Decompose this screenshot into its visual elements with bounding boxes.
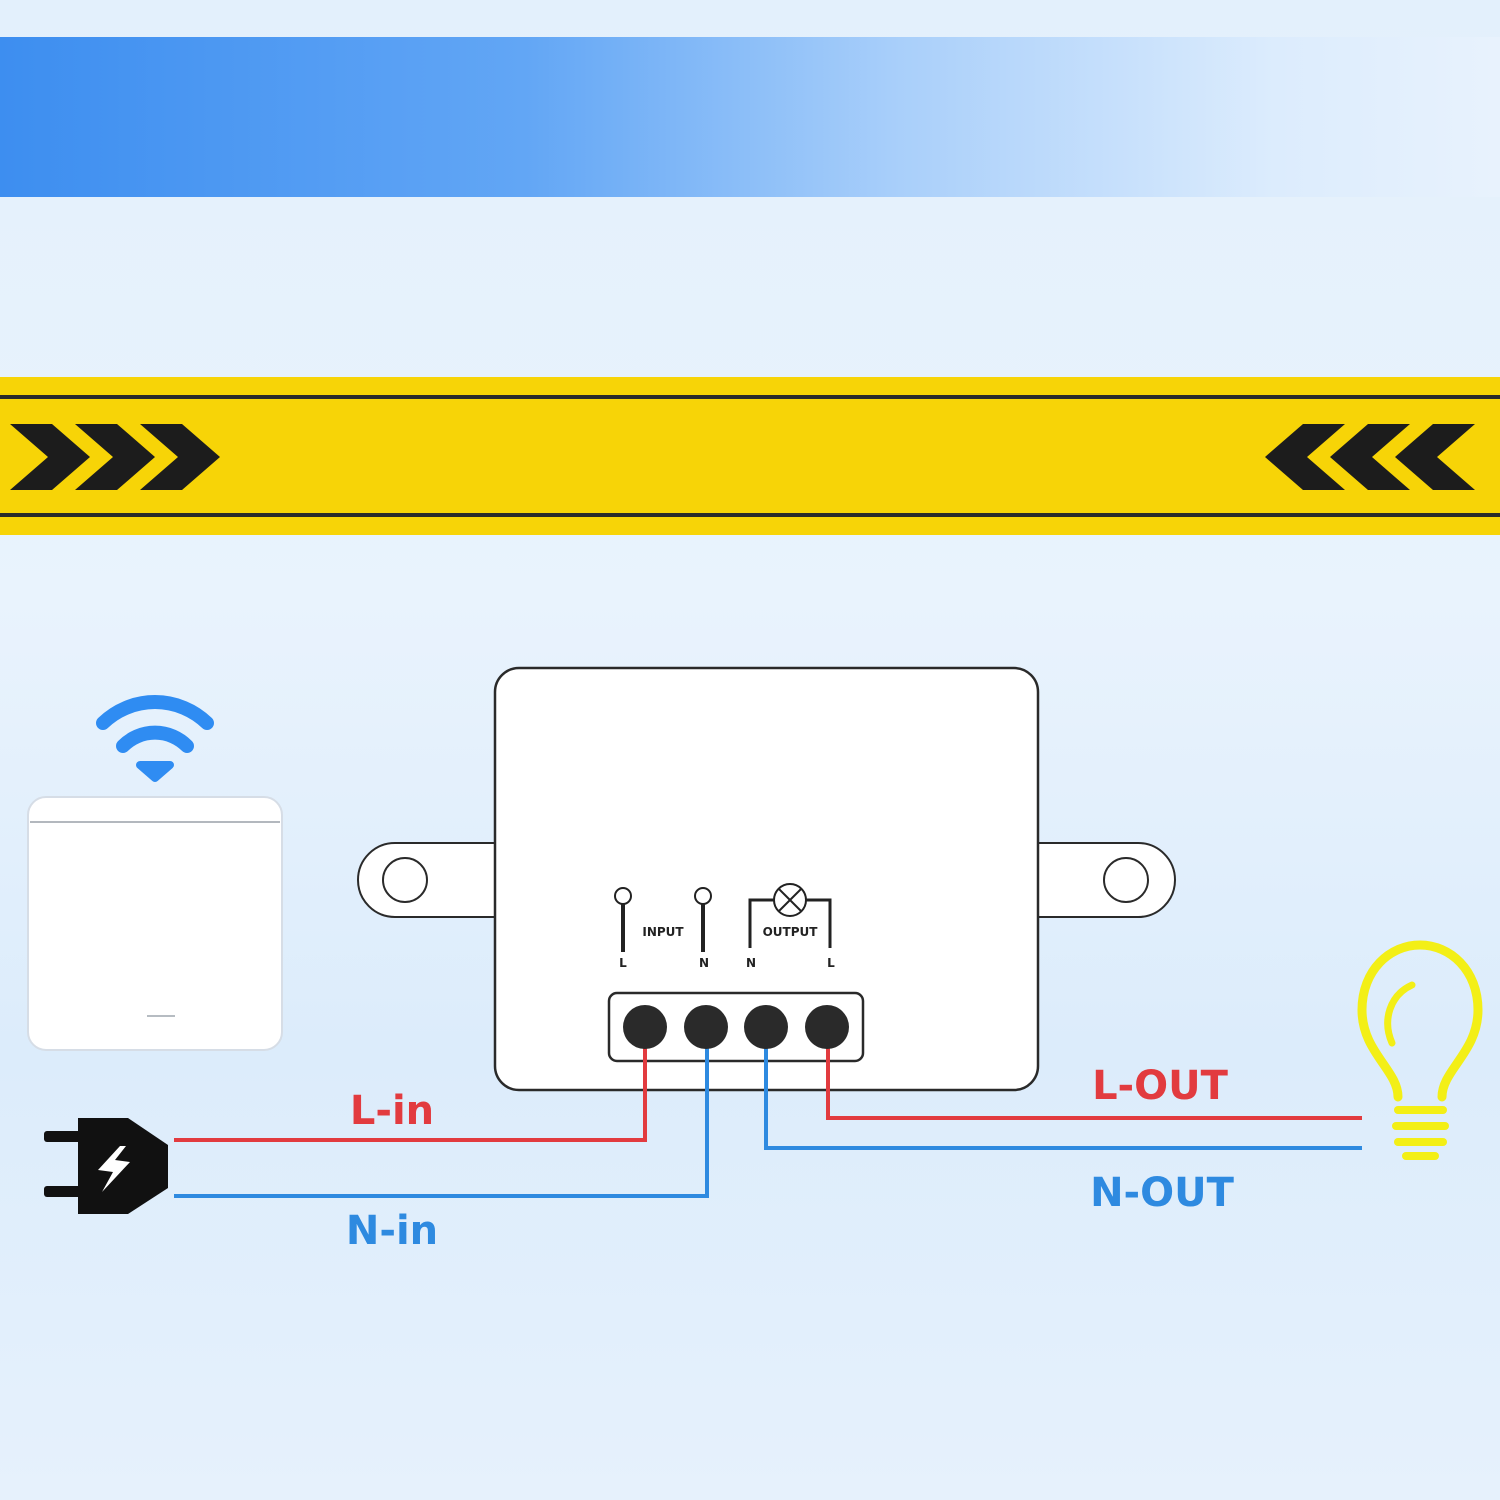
- top-banner: [0, 37, 1500, 197]
- terminal-screws: [623, 1005, 849, 1049]
- yellow-tape: [0, 377, 1500, 535]
- terminal-label-n-in: N: [699, 956, 709, 970]
- lamp-symbol-icon: [773, 883, 807, 917]
- terminal-label-n-out: N: [746, 956, 756, 970]
- wall-switch-icon[interactable]: [27, 796, 283, 1051]
- terminal-screw: [805, 1005, 849, 1049]
- chevrons-left-icon: [1265, 424, 1475, 490]
- terminal-label-l-in: L: [619, 956, 627, 970]
- input-symbol: [614, 887, 712, 952]
- lightning-bolt-icon: [98, 1146, 130, 1192]
- wire-n-in: [174, 1028, 709, 1198]
- label-l-out: L-OUT: [1092, 1063, 1229, 1109]
- wires: [174, 1028, 1362, 1198]
- mount-hole-left: [382, 857, 428, 903]
- wire-n-out: [764, 1028, 1362, 1150]
- terminal-label-l-out: L: [827, 956, 835, 970]
- relay-module: INPUT OUTPUT L N N L: [357, 666, 1176, 1092]
- output-label: OUTPUT: [763, 925, 819, 939]
- label-l-in: L-in: [350, 1088, 434, 1134]
- terminal-screw: [623, 1005, 667, 1049]
- terminal-block: [607, 991, 865, 1063]
- label-n-out: N-OUT: [1090, 1170, 1235, 1216]
- power-plug-icon: [44, 1118, 168, 1214]
- terminal-screw: [744, 1005, 788, 1049]
- input-label: INPUT: [642, 925, 684, 939]
- wire-l-out: [826, 1028, 1362, 1120]
- light-bulb-icon: [1357, 940, 1483, 1160]
- label-n-in: N-in: [346, 1208, 438, 1254]
- wifi-icon: [96, 695, 214, 782]
- output-symbol: [748, 898, 832, 948]
- mount-hole-right: [1103, 857, 1149, 903]
- terminal-screw: [684, 1005, 728, 1049]
- chevrons-right-icon: [10, 424, 220, 490]
- wire-l-in: [174, 1028, 647, 1142]
